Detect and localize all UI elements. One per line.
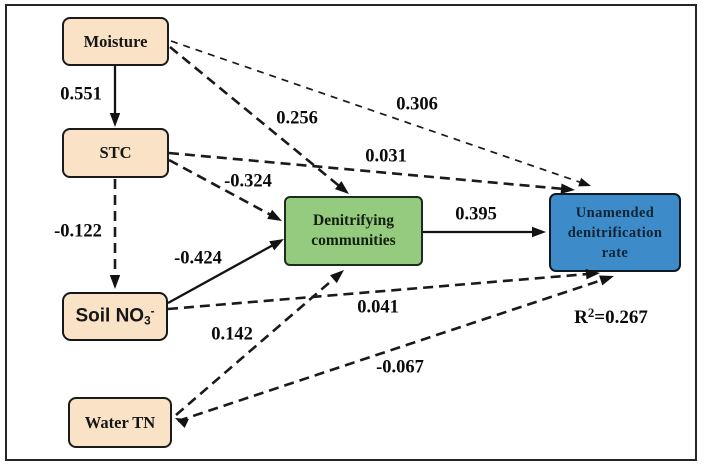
annotation-segment: R (574, 307, 588, 329)
node-label: Moisture (83, 31, 148, 51)
edge-label-stc-to-soil-no3: -0.122 (54, 221, 102, 242)
node-label-segment: Soil NO (75, 305, 145, 327)
node-label: Soil NO3- (75, 305, 154, 327)
annotation-segment: =0.267 (594, 307, 648, 329)
edge-line-water-tn-to-communities (175, 274, 339, 416)
edge-line-soil-no3-to-rate (167, 272, 592, 311)
node-label-segment: 3 (144, 314, 151, 328)
node-label-segment: - (150, 305, 155, 319)
node-label-line: Unamended (575, 204, 655, 221)
node-water-tn: Water TN (68, 397, 172, 448)
arrowhead-stc-to-soil-no3 (109, 275, 121, 289)
edge-label-water-tn-to-communities: 0.142 (211, 324, 253, 345)
node-label: STC (99, 143, 132, 162)
node-moisture: Moisture (62, 17, 169, 66)
edge-label-moisture-to-rate: 0.306 (396, 94, 438, 115)
node-label-line: denitrification (567, 224, 663, 241)
arrowhead-moisture-to-rate (578, 177, 591, 187)
annotation-r-squared: R2=0.267 (574, 305, 648, 329)
edge-line-stc-to-communities (168, 158, 275, 218)
arrowhead-soil-no3-to-communities (269, 239, 284, 251)
node-label: Water TN (84, 412, 156, 432)
edge-label-moisture-to-communities: 0.256 (276, 108, 318, 129)
edge-label-soil-no3-to-rate: 0.041 (357, 297, 399, 318)
annotation-segment: 2 (587, 304, 595, 320)
edge-line-water-tn-to-rate (177, 277, 606, 423)
edge-label-moisture-to-stc: 0.551 (60, 84, 102, 105)
node-label-line: rate (601, 244, 629, 261)
edge-label-stc-to-communities: -0.324 (224, 171, 272, 192)
arrowhead-water-tn-to-rate (599, 275, 614, 286)
edge-line-moisture-to-rate (170, 40, 585, 185)
node-stc: STC (62, 128, 169, 178)
arrowhead-into-water-tn (175, 418, 189, 429)
arrowhead-stc-to-rate (560, 183, 575, 194)
arrowhead-soil-no3-to-rate (585, 268, 600, 280)
arrowhead-stc-to-communities (267, 209, 282, 221)
node-label-line: communities (311, 232, 396, 249)
node-denitrifying-communities: Denitrifying communities (284, 196, 423, 266)
edge-line-moisture-to-communities (169, 45, 343, 190)
figure-border (5, 4, 697, 461)
arrowhead-water-tn-to-communities (330, 270, 344, 284)
node-label-line: Denitrifying (313, 211, 394, 229)
arrowhead-communities-to-rate (532, 226, 546, 238)
edge-label-stc-to-rate: 0.031 (365, 146, 407, 167)
arrowhead-moisture-to-communities (334, 181, 349, 194)
edge-label-soil-no3-to-communities: -0.424 (174, 248, 222, 269)
edge-label-water-tn-to-rate: -0.067 (376, 357, 424, 378)
node-unamended-rate: Unamended denitrification rate (549, 193, 681, 272)
node-soil-no3: Soil NO3- (62, 292, 168, 341)
edge-line-stc-to-rate (168, 151, 567, 191)
edge-label-communities-to-rate: 0.395 (455, 204, 497, 225)
arrowhead-moisture-to-stc (109, 113, 121, 127)
edge-line-soil-no3-to-communities (167, 242, 277, 305)
